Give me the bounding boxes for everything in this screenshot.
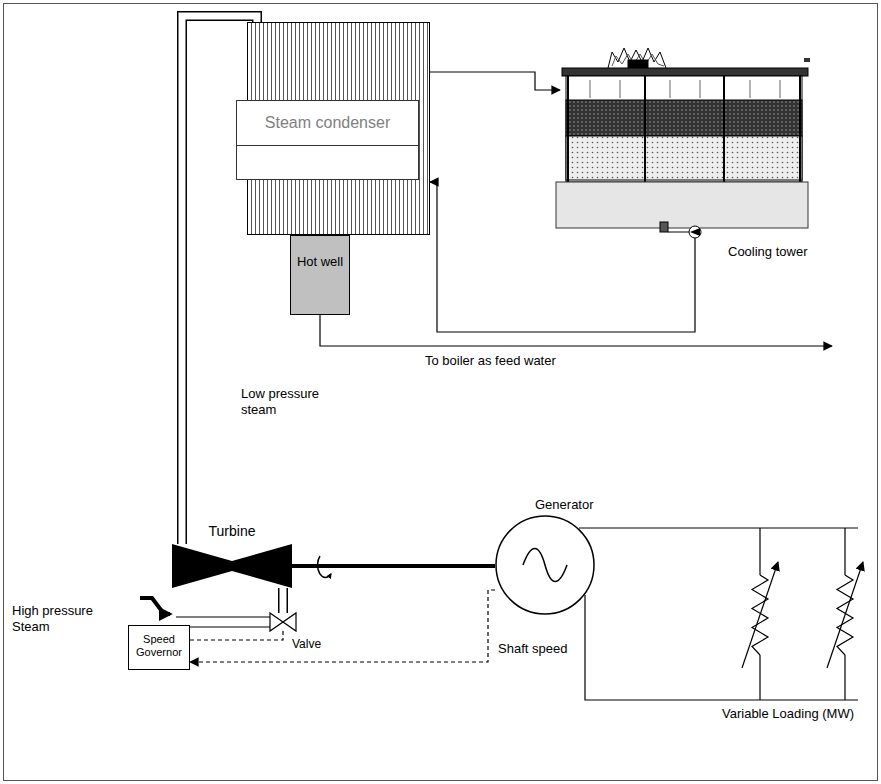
variable-arrow xyxy=(827,562,863,668)
variable-resistors xyxy=(742,562,863,668)
connector xyxy=(430,72,560,90)
cooling-tower: Cooling tower xyxy=(560,46,810,238)
cooling-tower-figure xyxy=(556,48,810,238)
connector xyxy=(283,588,284,613)
generator: Generator xyxy=(495,515,595,615)
steam-inlet-arrow xyxy=(140,598,170,614)
ac-symbol xyxy=(523,549,567,582)
connector xyxy=(190,590,495,662)
deck xyxy=(562,68,808,76)
pump-symbol xyxy=(690,228,700,236)
node-text: Turbine xyxy=(172,523,292,540)
basin xyxy=(556,182,808,228)
pump xyxy=(689,226,701,238)
connector xyxy=(430,182,695,332)
fill-pack xyxy=(566,100,802,136)
generator-circle xyxy=(496,516,594,614)
shaft-line xyxy=(292,564,495,568)
node-text: Cooling tower xyxy=(728,244,808,260)
tower-body xyxy=(566,76,802,182)
connector-line xyxy=(190,631,283,640)
spray xyxy=(608,48,666,68)
valve: Valve xyxy=(270,613,296,631)
feed-water-line xyxy=(320,315,832,346)
steam-pipe xyxy=(176,617,270,627)
flow-label: To boiler as feed water xyxy=(425,353,556,369)
pipe-wall xyxy=(182,16,257,544)
valve-symbol xyxy=(270,613,296,631)
connector xyxy=(190,631,283,640)
node-text: Steam condenser xyxy=(236,100,419,180)
connector xyxy=(182,16,257,544)
load-label: Variable Loading (MW) xyxy=(722,706,854,722)
edge-label: Low pressure steam xyxy=(241,386,325,419)
edge-label: Shaft speed xyxy=(496,641,569,657)
valve-shape xyxy=(270,613,296,631)
pipe-wall xyxy=(278,588,288,613)
turbine: Turbine xyxy=(172,544,292,588)
turbine-symbol xyxy=(172,544,232,588)
generator-shape xyxy=(495,515,595,615)
variable-arrow xyxy=(742,562,778,668)
turbine-symbol xyxy=(232,544,292,588)
drain xyxy=(660,222,668,232)
connector-line xyxy=(190,590,495,662)
node-text: Hot well xyxy=(291,236,349,270)
pump-pipe xyxy=(668,232,689,233)
pipe-bore xyxy=(280,588,287,613)
flow-label: High pressure Steam xyxy=(12,603,108,636)
hot-well: Hot well xyxy=(290,235,350,315)
connector-line xyxy=(430,182,695,332)
connector xyxy=(292,566,495,567)
pipe-bore xyxy=(182,16,257,544)
vent xyxy=(804,58,810,62)
node-text: Speed Governor xyxy=(129,626,189,659)
node-text: Valve xyxy=(292,637,321,651)
frame xyxy=(4,4,878,781)
load-circuit xyxy=(579,528,858,700)
rain-zone xyxy=(566,136,802,180)
connector-line xyxy=(430,72,560,90)
speed-governor: Speed Governor xyxy=(128,625,190,670)
posts xyxy=(568,76,800,182)
drift-lines xyxy=(590,80,780,98)
steam-condenser: Steam condenser xyxy=(247,22,430,235)
turbine-shape xyxy=(172,544,292,588)
node-text: Generator xyxy=(535,497,594,513)
